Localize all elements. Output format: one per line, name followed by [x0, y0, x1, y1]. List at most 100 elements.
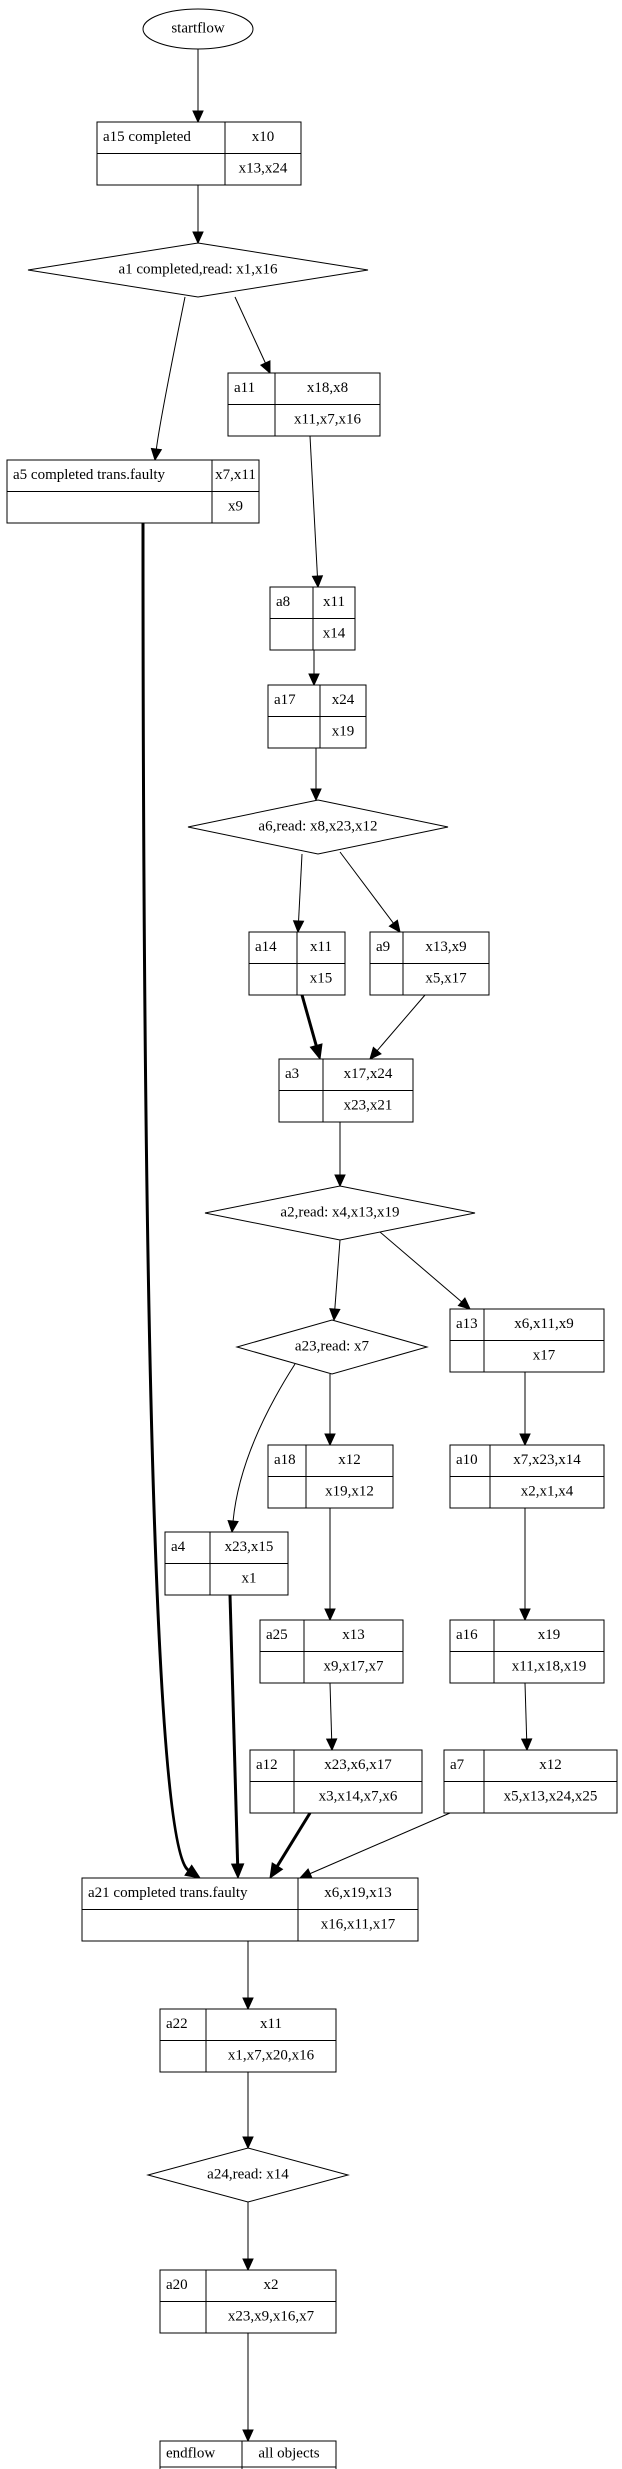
node-a22: a22 x11 x1,x7,x20,x16 — [159, 2008, 337, 2073]
node-name: a10 — [456, 1452, 478, 1468]
arrowhead — [329, 1308, 341, 1322]
edge-a14-to-a3 — [300, 994, 323, 1061]
decision-label: a24,read: x14 — [207, 2166, 289, 2182]
edge-line — [276, 1812, 312, 1867]
node-endflow: endflow all objects — [159, 2440, 337, 2469]
edge-line — [300, 994, 318, 1046]
node-name: a21 completed trans.faulty — [88, 1885, 248, 1901]
node-name: a15 completed — [103, 129, 191, 145]
edges-layer — [141, 49, 533, 2443]
node-a15: a15 completed x10 x13,x24 — [96, 121, 302, 186]
node-a9: a9 x13,x9 x5,x17 — [369, 931, 490, 996]
decision-label: a6,read: x8,x23,x12 — [258, 818, 377, 834]
decision-a6: a6,read: x8,x23,x12 — [187, 799, 449, 855]
node-name: a5 completed trans.faulty — [13, 467, 166, 483]
arrowhead — [242, 1997, 254, 2011]
node-name: a4 — [171, 1539, 186, 1555]
edge-a9-to-a3 — [369, 994, 426, 1060]
decision-diamond — [27, 242, 369, 298]
arrowhead — [227, 1519, 239, 1534]
node-bottom-values: x14 — [323, 626, 346, 642]
node-top-values: x13,x9 — [425, 939, 466, 955]
decision-diamond — [146, 2147, 350, 2203]
node-top-values: x11 — [323, 594, 345, 610]
node-a16: a16 x19 x11,x18,x19 — [449, 1619, 605, 1684]
edge-line — [376, 994, 426, 1051]
node-name: a22 — [166, 2016, 188, 2032]
node-a21: a21 completed trans.faulty x6,x19,x13 x16,… — [81, 1877, 419, 1942]
edge-line — [379, 1231, 462, 1303]
node-a12: a12 x23,x6,x17 x3,x14,x7,x6 — [249, 1749, 423, 1814]
node-name: a9 — [376, 939, 390, 955]
edge-a18-to-a25 — [324, 1508, 336, 1622]
decision-label: a1 completed,read: x1,x16 — [118, 261, 278, 277]
arrowhead — [192, 110, 204, 124]
edge-a20-to-endflow — [242, 2333, 254, 2443]
node-bottom-values: x23,x9,x16,x7 — [228, 2309, 315, 2325]
edge-a2-to-a23 — [329, 1239, 341, 1322]
node-top-values: x11 — [310, 939, 332, 955]
node-bottom-values: x3,x14,x7,x6 — [319, 1789, 398, 1805]
arrowhead — [311, 575, 324, 589]
decision-diamond — [187, 799, 449, 855]
node-top-values: x19 — [538, 1627, 561, 1643]
node-top-values: x24 — [332, 692, 355, 708]
node-bottom-values: x5,x17 — [425, 971, 467, 987]
arrowhead — [519, 1608, 531, 1622]
node-top-values: x23,x6,x17 — [324, 1757, 392, 1773]
arrowhead — [388, 919, 401, 933]
edge-line — [339, 851, 394, 924]
edge-line — [234, 296, 266, 364]
node-name: a16 — [456, 1627, 478, 1643]
start-ellipse — [142, 8, 254, 50]
node-top-values: x10 — [252, 129, 275, 145]
decision-diamond — [235, 1319, 429, 1375]
node-top-values: x11 — [260, 2016, 282, 2032]
edge-a10-to-a16 — [519, 1508, 531, 1622]
node-bottom-values: x1,x7,x20,x16 — [228, 2048, 315, 2064]
node-bottom-values: x11,x18,x19 — [512, 1659, 586, 1675]
node-top-values: x13 — [342, 1627, 365, 1643]
edge-a7-to-a21 — [298, 1812, 451, 1879]
edge-a3-to-a2 — [334, 1122, 346, 1188]
edge-a25-to-a12 — [325, 1682, 338, 1752]
arrowhead — [242, 2258, 254, 2272]
edge-a23-to-a4 — [227, 1363, 296, 1534]
node-name: a17 — [274, 692, 296, 708]
arrowhead — [150, 447, 163, 462]
edge-line — [309, 435, 318, 577]
arrowhead — [324, 1608, 336, 1622]
node-bottom-values: x16,x11,x17 — [321, 1917, 396, 1933]
arrowhead — [308, 673, 320, 687]
node-top-values: x23,x15 — [225, 1539, 274, 1555]
decision-label: a23,read: x7 — [295, 1338, 370, 1354]
node-top-values: x18,x8 — [307, 380, 348, 396]
node-top-values: x6,x19,x13 — [324, 1885, 392, 1901]
node-name: a20 — [166, 2277, 188, 2293]
node-a20: a20 x2 x23,x9,x16,x7 — [159, 2269, 337, 2334]
edge-line — [155, 296, 186, 450]
node-top-values: x6,x11,x9 — [514, 1316, 573, 1332]
node-top-values: x2 — [264, 2277, 279, 2293]
decision-a2: a2,read: x4,x13,x19 — [204, 1185, 476, 1241]
edge-line — [298, 853, 303, 922]
node-bottom-values: x13,x24 — [239, 161, 288, 177]
node-name: a12 — [256, 1757, 278, 1773]
node-top-values: x17,x24 — [344, 1066, 393, 1082]
node-bottom-values: x2,x1,x4 — [521, 1484, 574, 1500]
edge-a15-to-a1 — [192, 185, 204, 245]
node-top-values: all objects — [258, 2445, 319, 2461]
node-name: endflow — [166, 2445, 215, 2461]
arrowhead — [520, 1738, 533, 1752]
node-bottom-values: x17 — [533, 1348, 556, 1364]
edge-a11-to-a8 — [309, 435, 324, 589]
edge-a4-to-a21 — [228, 1594, 245, 1880]
node-top-values: x7,x11 — [215, 467, 256, 483]
node-bottom-values: x15 — [310, 971, 333, 987]
edge-line — [329, 1682, 333, 1740]
